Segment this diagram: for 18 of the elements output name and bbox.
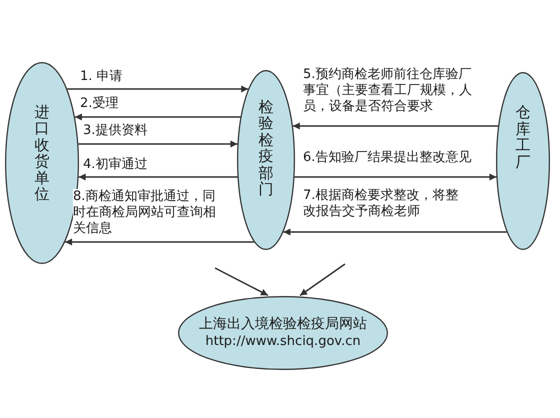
- node-label: 进口收货单位: [34, 104, 50, 202]
- ellipse-node: [237, 70, 295, 250]
- arrow: [294, 174, 496, 180]
- arrow: [78, 174, 238, 180]
- arrow: [67, 86, 248, 92]
- arrow: [78, 140, 238, 148]
- arrow: [74, 114, 241, 120]
- node-label: 上海出入境检验检疫局网站: [199, 315, 367, 334]
- arrow: [300, 263, 346, 296]
- node-label: http://www.shciq.gov.cn: [205, 334, 361, 351]
- ellipse-node: [496, 72, 550, 250]
- node-label: 检验检疫部门: [258, 98, 274, 198]
- ellipse-node: [178, 296, 388, 370]
- arrow: [214, 267, 268, 296]
- arrow: [283, 228, 507, 236]
- arrow: [292, 122, 498, 130]
- node-label: 仓库工厂: [516, 104, 530, 170]
- arrow: [65, 238, 254, 246]
